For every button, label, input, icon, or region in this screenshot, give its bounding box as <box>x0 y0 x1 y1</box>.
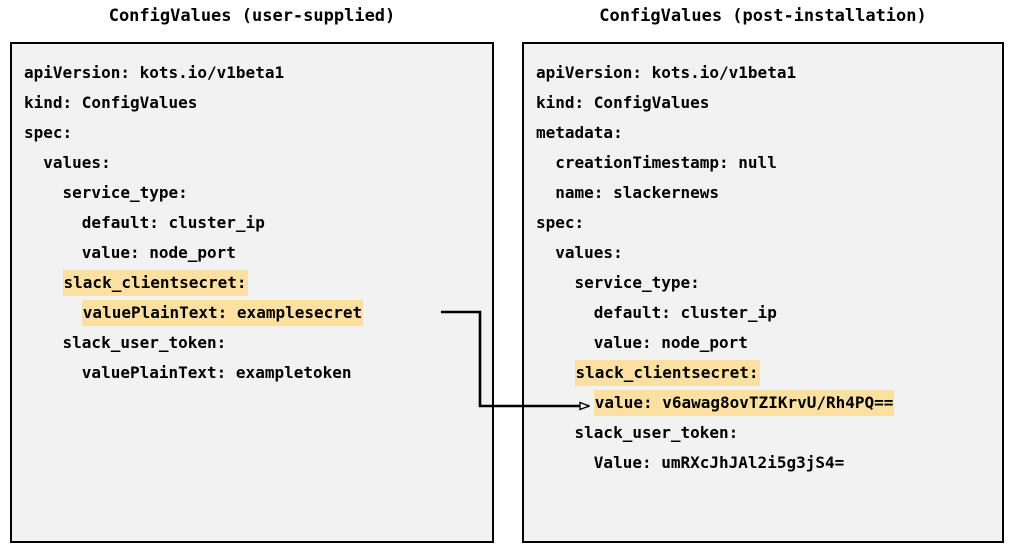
code-text: apiVersion: kots.io/v1beta1 <box>24 63 285 82</box>
right-panel-code-block: apiVersion: kots.io/v1beta1 kind: ConfigV… <box>536 58 998 478</box>
highlighted-code-text: slack_clientsecret: <box>574 360 760 386</box>
code-line: name: slackernews <box>536 178 998 208</box>
code-text: creationTimestamp: null <box>555 153 777 172</box>
code-line: metadata: <box>536 118 998 148</box>
highlighted-code-text: valuePlainText: examplesecret <box>81 300 364 326</box>
code-line: service_type: <box>536 268 998 298</box>
code-line: service_type: <box>24 178 488 208</box>
code-indent <box>536 153 555 172</box>
code-line: value: v6awag8ovTZIKrvU/Rh4PQ== <box>536 388 998 418</box>
code-indent <box>536 423 575 442</box>
right-panel-title: ConfigValues (post-installation) <box>599 6 927 26</box>
code-line: slack_user_token: <box>24 328 488 358</box>
code-indent <box>24 213 82 232</box>
left-panel-title: ConfigValues (user-supplied) <box>108 6 396 26</box>
code-text: default: cluster_ip <box>81 213 265 232</box>
code-text: values: <box>43 153 111 172</box>
code-line: values: <box>536 238 998 268</box>
code-indent <box>536 273 575 292</box>
code-line: default: cluster_ip <box>536 298 998 328</box>
right-panel-box: apiVersion: kots.io/v1beta1 kind: ConfigV… <box>522 42 1004 543</box>
code-line: slack_clientsecret: <box>536 358 998 388</box>
code-line: values: <box>24 148 488 178</box>
code-text: spec: <box>24 123 73 142</box>
code-line: value: node_port <box>24 238 488 268</box>
code-line: Value: umRXcJhJAl2i5g3jS4= <box>536 448 998 478</box>
code-text: value: node_port <box>81 243 236 262</box>
code-text: slack_user_token: <box>62 333 227 352</box>
code-text: kind: ConfigValues <box>24 93 198 112</box>
code-line: creationTimestamp: null <box>536 148 998 178</box>
code-indent <box>24 183 63 202</box>
code-line: value: node_port <box>536 328 998 358</box>
code-text: Value: umRXcJhJAl2i5g3jS4= <box>593 453 845 472</box>
left-panel-box: apiVersion: kots.io/v1beta1 kind: ConfigV… <box>10 42 494 543</box>
code-line: spec: <box>24 118 488 148</box>
code-indent <box>536 393 594 412</box>
code-line: apiVersion: kots.io/v1beta1 <box>536 58 998 88</box>
code-text: kind: ConfigValues <box>536 93 710 112</box>
code-line: spec: <box>536 208 998 238</box>
code-line: slack_user_token: <box>536 418 998 448</box>
code-text: spec: <box>536 213 585 232</box>
code-line: kind: ConfigValues <box>536 88 998 118</box>
code-line: apiVersion: kots.io/v1beta1 <box>24 58 488 88</box>
code-indent <box>536 333 594 352</box>
code-text: valuePlainText: exampletoken <box>81 363 352 382</box>
code-text: name: slackernews <box>555 183 720 202</box>
code-indent <box>536 303 594 322</box>
code-text: slack_user_token: <box>574 423 739 442</box>
code-indent <box>536 453 594 472</box>
highlighted-code-text: slack_clientsecret: <box>62 270 248 296</box>
highlighted-code-text: value: v6awag8ovTZIKrvU/Rh4PQ== <box>593 390 895 416</box>
code-line: kind: ConfigValues <box>24 88 488 118</box>
code-text: metadata: <box>536 123 623 142</box>
code-indent <box>536 363 575 382</box>
left-panel-code-block: apiVersion: kots.io/v1beta1 kind: ConfigV… <box>24 58 488 388</box>
code-indent <box>24 273 63 292</box>
code-text: apiVersion: kots.io/v1beta1 <box>536 63 797 82</box>
code-indent <box>24 333 63 352</box>
code-line: default: cluster_ip <box>24 208 488 238</box>
code-indent <box>536 243 555 262</box>
code-text: value: node_port <box>593 333 748 352</box>
code-line: slack_clientsecret: <box>24 268 488 298</box>
code-line: valuePlainText: exampletoken <box>24 358 488 388</box>
code-text: service_type: <box>574 273 700 292</box>
code-indent <box>24 303 82 322</box>
code-text: default: cluster_ip <box>593 303 777 322</box>
code-indent <box>24 363 82 382</box>
code-text: service_type: <box>62 183 188 202</box>
code-indent <box>24 153 43 172</box>
code-line: valuePlainText: examplesecret <box>24 298 488 328</box>
code-indent <box>536 183 555 202</box>
code-indent <box>24 243 82 262</box>
code-text: values: <box>555 243 623 262</box>
